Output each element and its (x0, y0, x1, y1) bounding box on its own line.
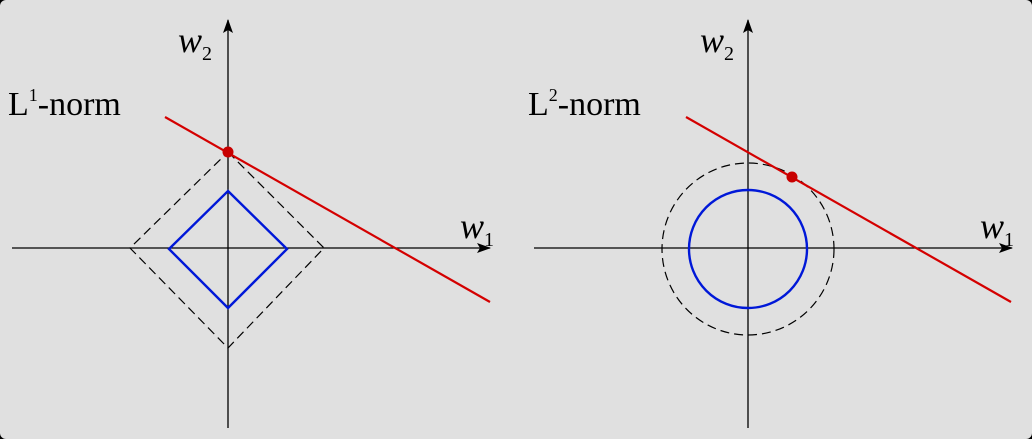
norm-label-superscript: 1 (29, 85, 38, 105)
dashed-diamond-contour (129, 151, 325, 349)
solution-point (786, 171, 798, 183)
dashed-circle-contour (661, 162, 835, 336)
y-axis-label: w2 (700, 20, 734, 65)
x-axis-label-letter: w (460, 206, 484, 246)
l1-norm-ball (167, 189, 289, 310)
norm-label-letter: L (528, 86, 549, 123)
y-axis-label-subscript: 2 (724, 43, 734, 65)
y-axis-label-letter: w (178, 20, 202, 60)
panel-l2: L2-norm w2 w1 (528, 19, 1014, 428)
x-axis-label-subscript: 1 (484, 229, 494, 251)
l2-norm-ball (687, 188, 809, 310)
norm-label-suffix: -norm (558, 86, 641, 123)
x-axis-label-letter: w (980, 206, 1004, 246)
y-axis-label: w2 (178, 20, 212, 65)
constraint-line (164, 116, 491, 303)
solution-point (222, 146, 234, 158)
norm-label-superscript: 2 (549, 85, 558, 105)
y-axis-label-letter: w (700, 20, 724, 60)
norm-label: L2-norm (528, 85, 641, 123)
x-axis-label: w1 (460, 206, 494, 251)
constraint-line (685, 116, 1012, 303)
panel-l1: L1-norm w2 w1 (8, 19, 494, 428)
x-axis-label-subscript: 1 (1004, 229, 1014, 251)
norm-label-suffix: -norm (38, 86, 121, 123)
norm-label: L1-norm (8, 85, 121, 123)
y-axis-label-subscript: 2 (202, 43, 212, 65)
x-axis-label: w1 (980, 206, 1014, 251)
norm-label-letter: L (8, 86, 29, 123)
